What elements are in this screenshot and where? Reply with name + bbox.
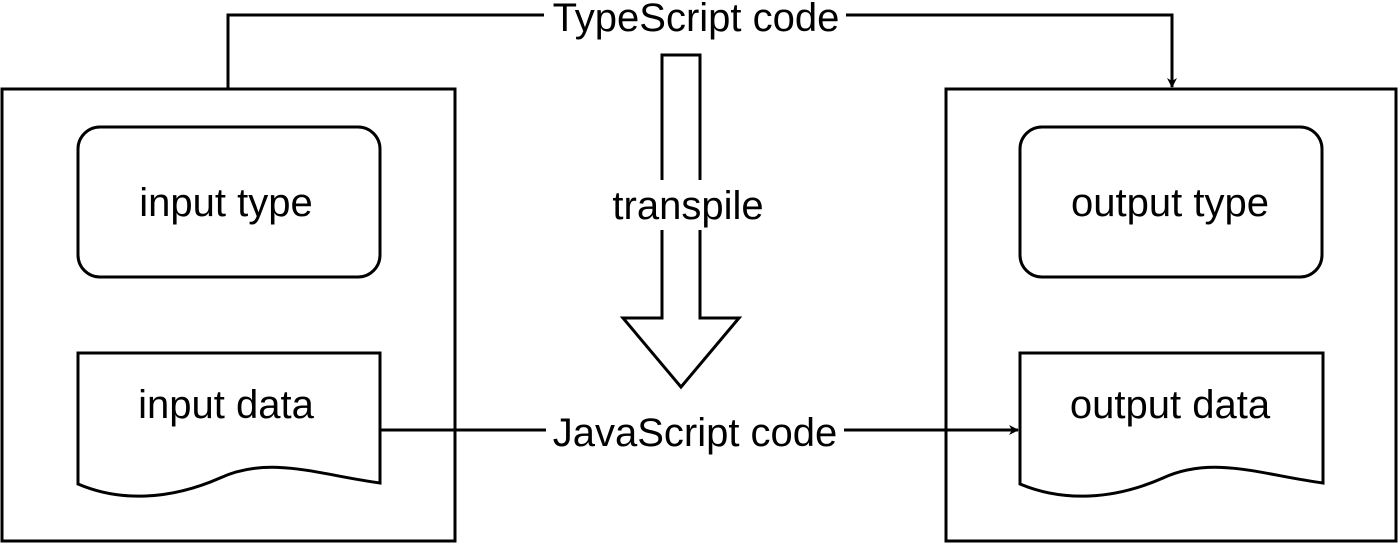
output-data-label: output data <box>1070 383 1271 427</box>
input-data-document <box>76 351 382 498</box>
javascript-label-bg <box>546 410 844 452</box>
javascript-code-label: JavaScript code <box>553 411 838 455</box>
input-type-box <box>76 125 382 279</box>
typescript-code-label: TypeScript code <box>553 0 840 40</box>
input-type-label: input type <box>139 181 312 225</box>
typescript-label-bg <box>544 0 846 34</box>
output-type-box <box>1018 125 1324 279</box>
input-data-label: input data <box>138 383 314 427</box>
output-type-label: output type <box>1071 181 1269 225</box>
transpile-label: transpile <box>612 184 763 228</box>
output-data-document <box>1018 351 1325 498</box>
transpile-label-bg <box>606 180 768 230</box>
